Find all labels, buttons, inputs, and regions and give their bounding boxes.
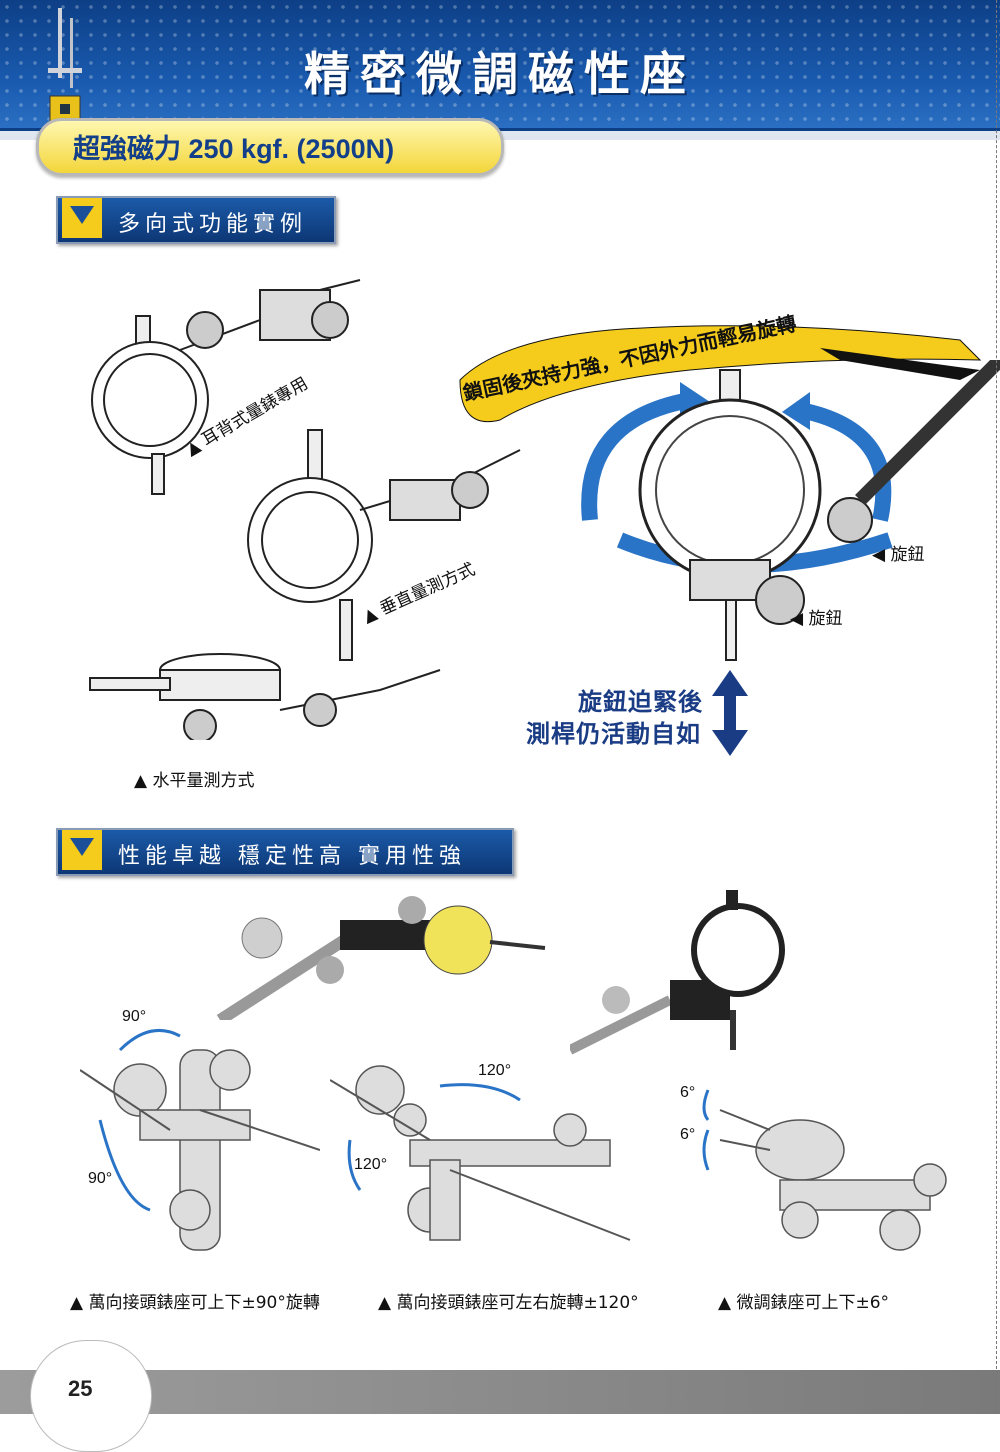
spec-badge: 超強磁力 250 kgf. (2500N) (36, 118, 504, 176)
vertical-mount-gauge (247, 429, 521, 661)
angle-90-left: 90° (88, 1170, 113, 1187)
caption-rotate-90: ▲ 萬向接頭錶座可上下±90°旋轉 (70, 1293, 320, 1313)
dial-indicator-photo (570, 890, 785, 1055)
rotation-120-diagram (330, 1065, 631, 1241)
knob-label-2: ◀ 旋鈕 (790, 609, 843, 629)
angle-120-left: 120° (354, 1156, 388, 1173)
caption-rotate-120: ▲ 萬向接頭錶座可左右旋轉±120° (378, 1293, 639, 1313)
angle-120-top: 120° (478, 1062, 512, 1079)
dot-pattern (0, 0, 1000, 140)
magnetic-stand-icon (48, 8, 82, 123)
header-banner: 精密微調磁性座 (0, 0, 1000, 140)
caption-rotate-6: ▲ 微調錶座可上下±6° (718, 1293, 890, 1313)
section-title-1: 多向式功能實例 (118, 212, 308, 237)
mounting-methods-illustration (89, 279, 521, 740)
knob-label-1: ◀ 旋鈕 (872, 545, 925, 565)
footer-bar (0, 1370, 1000, 1414)
ear-mount-gauge (91, 279, 361, 495)
note-line-2: 測桿仍活動自如 (526, 720, 701, 748)
page-number: 25 (68, 1376, 93, 1401)
section-header-1: 多向式功能實例 (56, 196, 336, 244)
banner-brush (459, 325, 982, 422)
caption-horizontal: ▲ 水平量測方式 (134, 771, 255, 791)
angle-6-top: 6° (680, 1084, 696, 1101)
page-title: 精密微調磁性座 (304, 47, 696, 101)
rotation-90-diagram (80, 1028, 320, 1251)
note-line-1: 旋鈕迫緊後 (578, 688, 703, 716)
down-arrow-icon (62, 198, 102, 238)
test-indicator-photo (216, 896, 546, 1020)
rotation-6-diagram (702, 1089, 947, 1251)
down-arrow-icon (62, 830, 102, 870)
section-title-2: 性能卓越 穩定性高 實用性強 (118, 844, 466, 869)
cut-line (996, 0, 997, 1414)
spec-text: 超強磁力 250 kgf. (2500N) (73, 134, 395, 164)
rotating-gauge-illustration (581, 360, 1000, 661)
angle-6-bottom: 6° (680, 1126, 696, 1143)
angle-90-top: 90° (122, 1008, 147, 1025)
up-down-arrow-icon (712, 670, 748, 756)
section-header-2: 性能卓越 穩定性高 實用性強 (56, 828, 514, 876)
horizontal-mount-gauge (89, 653, 441, 740)
